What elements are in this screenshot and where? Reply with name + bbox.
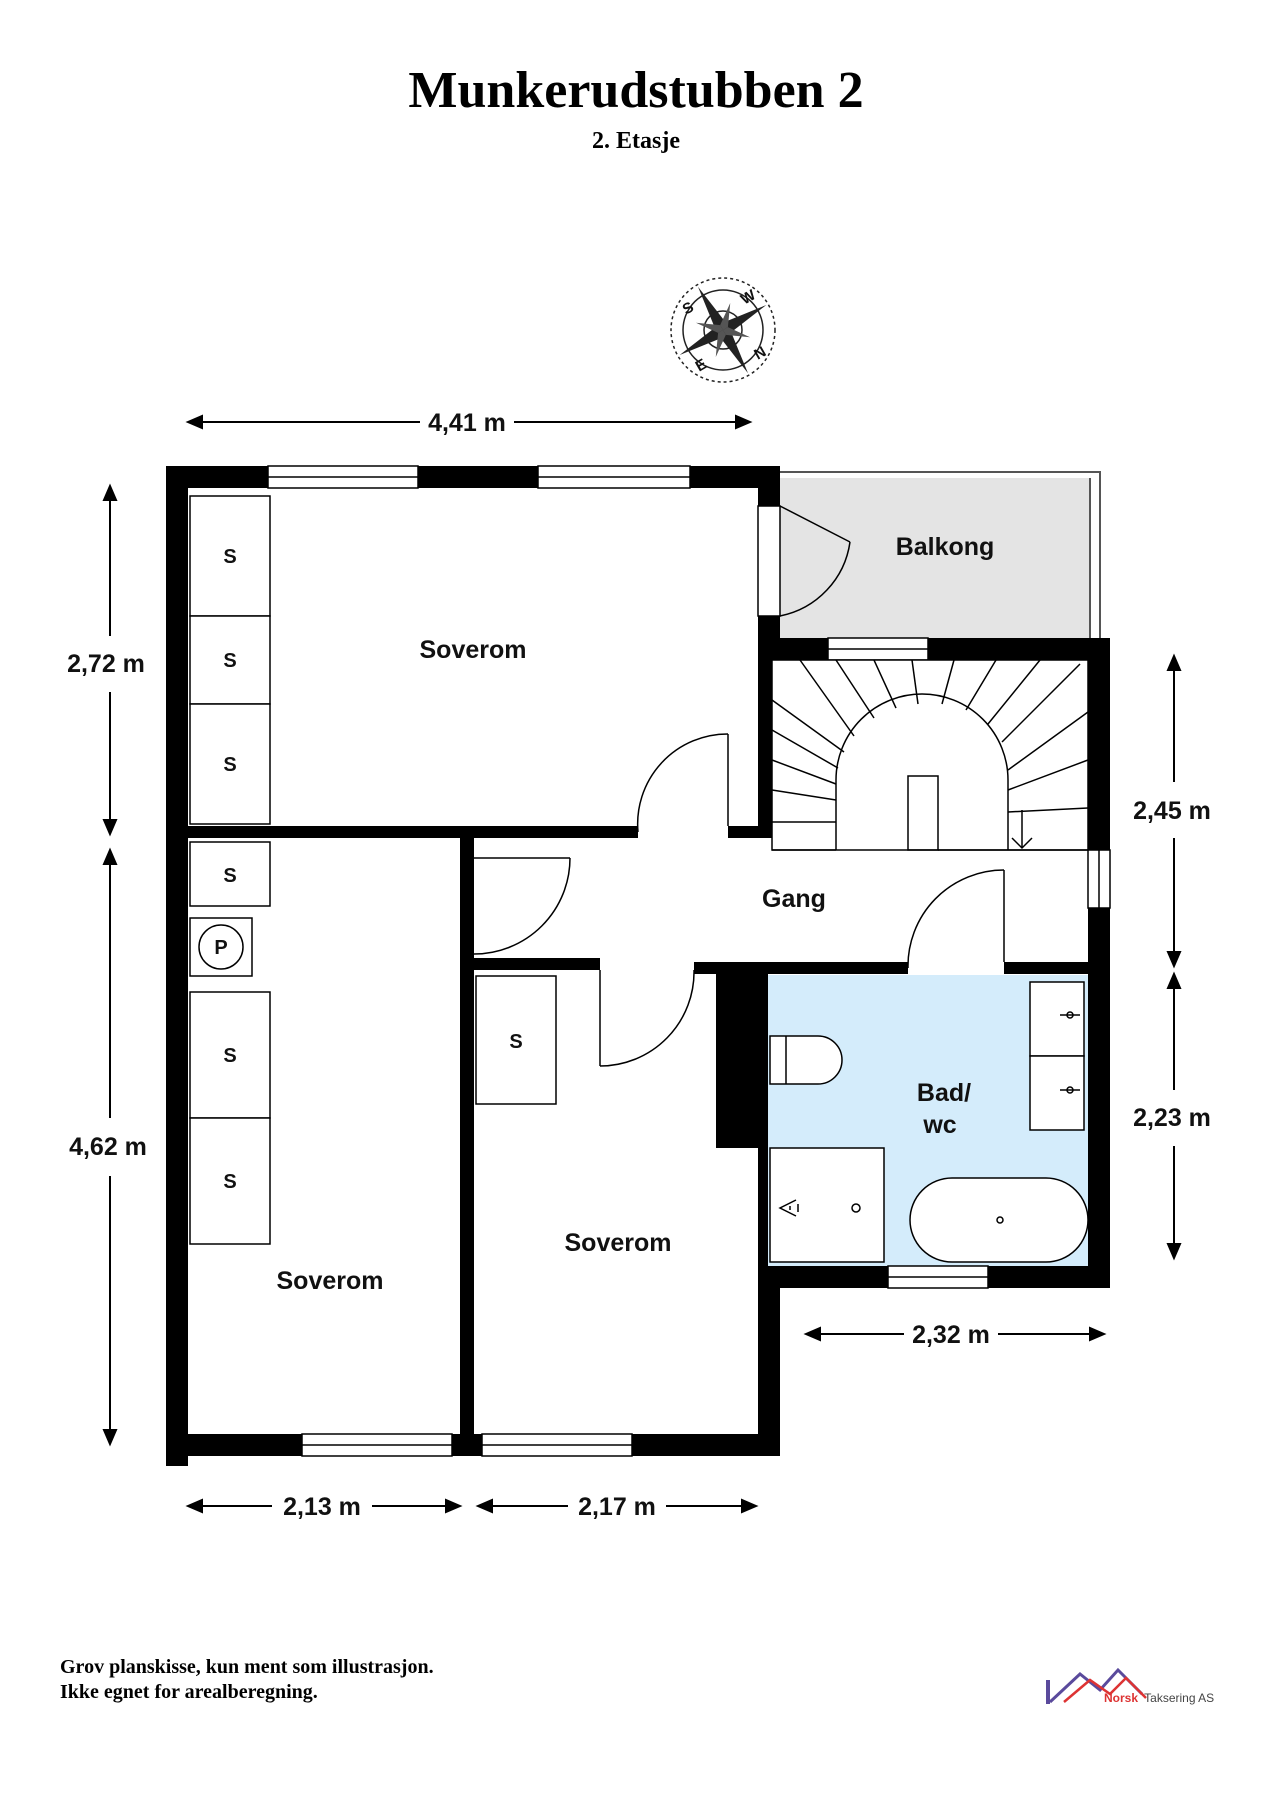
compass-n-label: N xyxy=(751,343,769,363)
dimension-left-upper: 2,72 m xyxy=(67,650,145,678)
compass-w-label: W xyxy=(738,286,759,308)
room-label-wc: wc xyxy=(922,1111,956,1139)
interior-doors xyxy=(473,733,1005,1067)
dimension-bottom-left: 2,13 m xyxy=(283,1493,361,1521)
disclaimer-line-1: Grov planskisse, kun ment som illustrasj… xyxy=(60,1656,434,1678)
storage-label: S xyxy=(509,1031,522,1053)
storage-cabinets xyxy=(189,495,557,1245)
room-label-soverom-mid: Soverom xyxy=(565,1229,672,1257)
p-fixture: P xyxy=(189,917,253,977)
walls xyxy=(166,466,1110,1466)
plan-subtitle: 2. Etasje xyxy=(592,128,680,154)
room-label-balkong: Balkong xyxy=(896,533,995,561)
windows xyxy=(267,465,1111,1457)
dimension-right-lower: 2,23 m xyxy=(1133,1104,1211,1132)
dimension-right-upper: 2,45 m xyxy=(1133,797,1211,825)
toilet-icon xyxy=(769,1035,843,1085)
p-fixture-label: P xyxy=(214,937,227,959)
room-label-soverom-left: Soverom xyxy=(277,1267,384,1295)
storage-label: S xyxy=(223,865,236,887)
dimension-bottom-mid: 2,17 m xyxy=(578,1493,656,1521)
dimension-left-lower: 4,62 m xyxy=(69,1133,147,1161)
sink-icon xyxy=(1029,981,1085,1057)
room-label-soverom-top: Soverom xyxy=(420,636,527,664)
dimension-lines xyxy=(102,414,1182,1514)
balcony-area xyxy=(770,478,1090,638)
room-label-gang: Gang xyxy=(762,885,826,913)
disclaimer-line-2: Ikke egnet for arealberegning. xyxy=(60,1681,318,1703)
storage-label: S xyxy=(223,650,236,672)
company-logo: Norsk Taksering AS xyxy=(1046,1667,1214,1705)
svg-text:Norsk Taksering AS: Norsk Taksering AS xyxy=(1104,1691,1214,1705)
compass-icon: W N E S xyxy=(670,277,776,383)
storage-label: S xyxy=(223,546,236,568)
room-label-bad: Bad/ xyxy=(917,1079,971,1107)
staircase xyxy=(771,659,1089,851)
logo-text-norsk: Norsk xyxy=(1104,1691,1138,1705)
balcony-door xyxy=(757,505,851,617)
dimension-top: 4,41 m xyxy=(428,409,506,437)
storage-label: S xyxy=(223,1045,236,1067)
disclaimer: Grov planskisse, kun ment som illustrasj… xyxy=(60,1655,434,1705)
dimension-bath-bottom: 2,32 m xyxy=(912,1321,990,1349)
storage-label: S xyxy=(223,1171,236,1193)
balcony-rail xyxy=(780,471,1101,638)
logo-text-taksering: Taksering AS xyxy=(1144,1691,1214,1705)
sink-icon xyxy=(1029,1055,1085,1131)
shower-head-icon xyxy=(778,1199,799,1217)
storage-label: S xyxy=(223,754,236,776)
compass-e-label: E xyxy=(693,356,710,376)
plan-title: Munkerudstubben 2 xyxy=(408,62,863,119)
shower-icon xyxy=(769,1147,885,1263)
bathroom-fixtures xyxy=(769,981,1089,1263)
